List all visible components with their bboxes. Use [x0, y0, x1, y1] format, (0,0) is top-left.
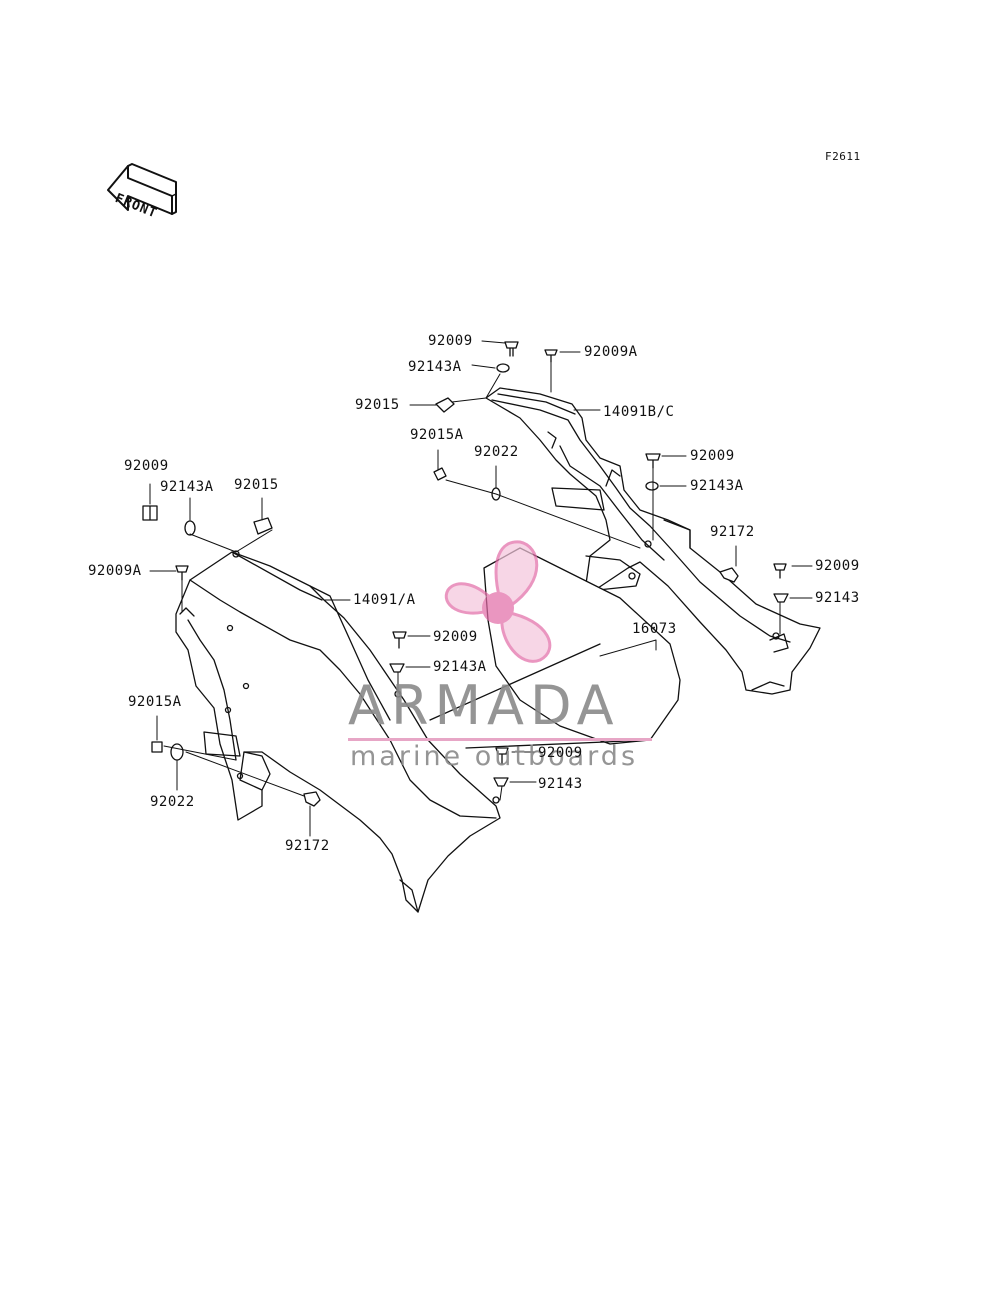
part-label-16073[interactable]: 16073 [632, 621, 677, 637]
part-label-92009-center[interactable]: 92009 [433, 629, 478, 645]
part-label-92009-mid-right[interactable]: 92009 [690, 448, 735, 464]
watermark-brand-name: ARMADA [348, 674, 620, 737]
part-label-92172-left[interactable]: 92172 [285, 838, 330, 854]
part-label-92143-lower[interactable]: 92143 [538, 776, 583, 792]
part-label-92143a-mid-right[interactable]: 92143A [690, 478, 744, 494]
part-label-92143a-center[interactable]: 92143A [433, 659, 487, 675]
part-label-92009-lower[interactable]: 92009 [538, 745, 583, 761]
front-arrow-icon [107, 163, 177, 215]
watermark-divider [348, 738, 652, 741]
right-side-cover-shape [485, 387, 821, 695]
part-label-92009-left[interactable]: 92009 [124, 458, 169, 474]
part-label-92172-right[interactable]: 92172 [710, 524, 755, 540]
part-label-92009-far-right[interactable]: 92009 [815, 558, 860, 574]
center-panel-shape [429, 547, 681, 749]
part-label-92143-far-right[interactable]: 92143 [815, 590, 860, 606]
leader-lines [149, 340, 813, 837]
part-label-92143a-left[interactable]: 92143A [160, 479, 214, 495]
part-label-14091bc[interactable]: 14091B/C [603, 404, 675, 420]
part-label-92015a-right[interactable]: 92015A [410, 427, 464, 443]
part-label-92015a-left[interactable]: 92015A [128, 694, 182, 710]
part-label-92022-left[interactable]: 92022 [150, 794, 195, 810]
part-label-92009a-left[interactable]: 92009A [88, 563, 142, 579]
part-label-92015-right[interactable]: 92015 [355, 397, 400, 413]
left-side-cover-shape [175, 550, 501, 913]
part-label-92009a-top[interactable]: 92009A [584, 344, 638, 360]
part-label-92015-left[interactable]: 92015 [234, 477, 279, 493]
watermark-tagline: marine outboards [350, 741, 639, 772]
part-label-92022-right[interactable]: 92022 [474, 444, 519, 460]
part-label-92143a-top[interactable]: 92143A [408, 359, 462, 375]
fastener-icons [142, 341, 789, 807]
part-label-92009-top[interactable]: 92009 [428, 333, 473, 349]
armada-propeller-logo-icon [444, 540, 552, 663]
part-label-14091a[interactable]: 14091/A [353, 592, 416, 608]
figure-id: F2611 [825, 150, 861, 163]
